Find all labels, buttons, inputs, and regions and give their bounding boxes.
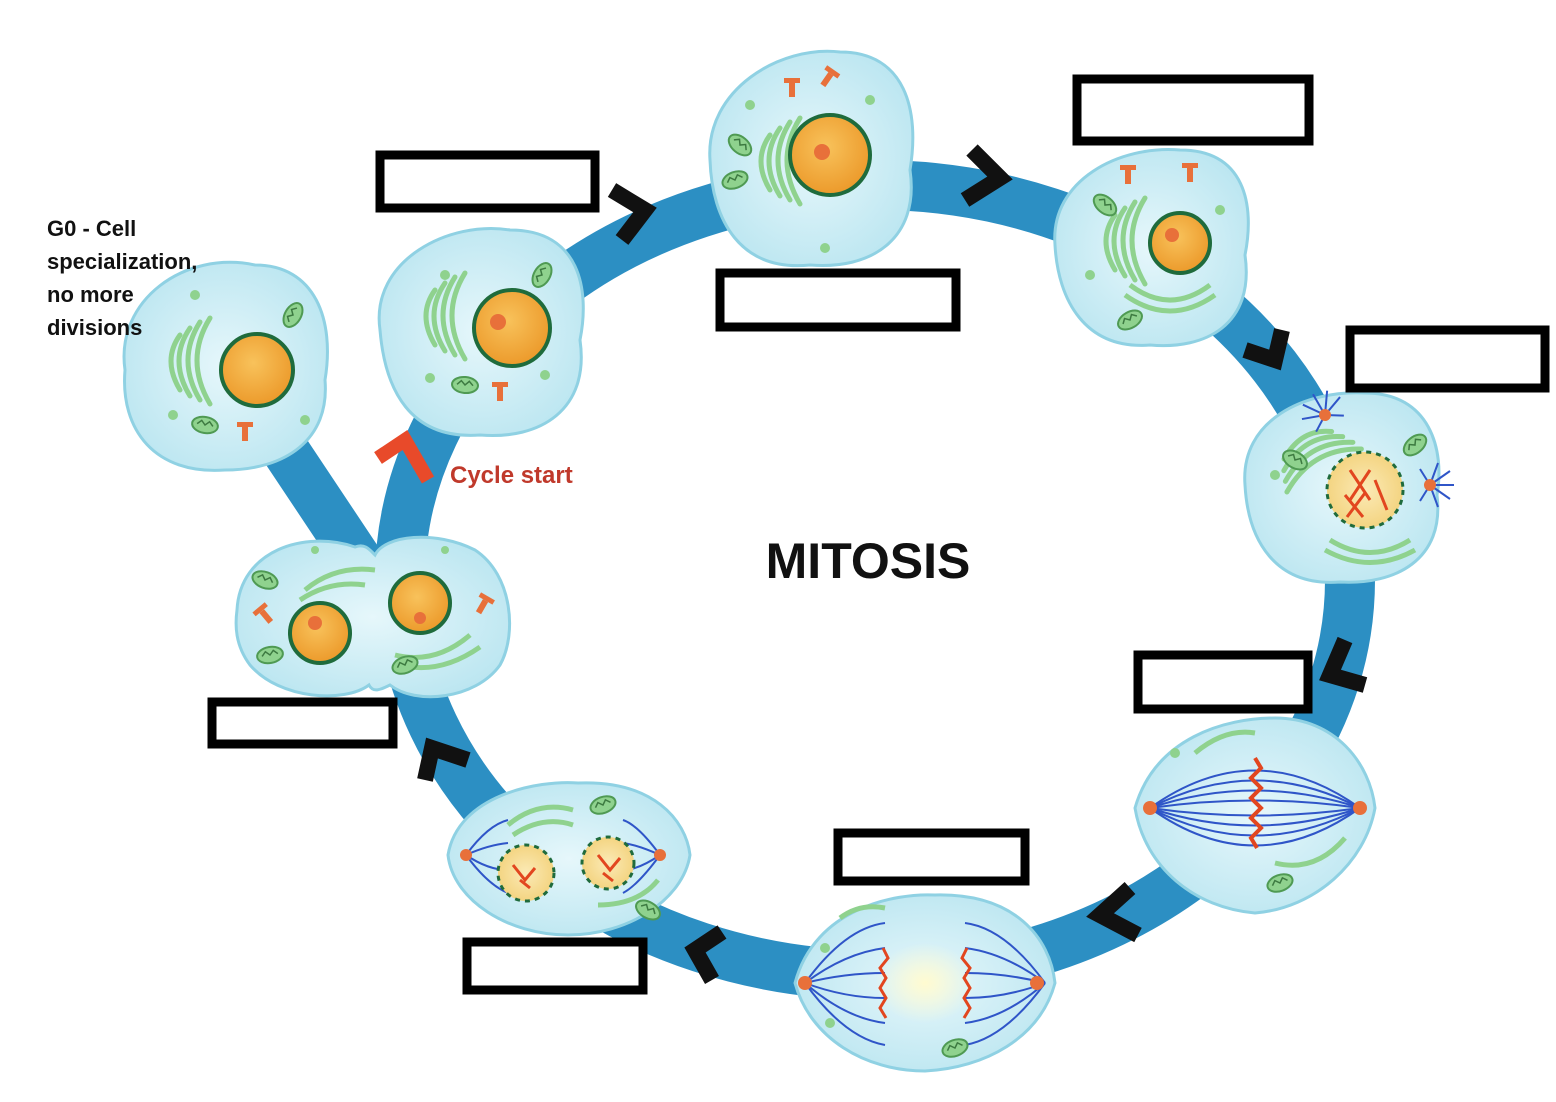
cell-metaphase xyxy=(1133,716,1377,915)
cell-g1 xyxy=(377,227,585,438)
label-box-cytokinesis[interactable] xyxy=(207,697,398,749)
label-box-g1[interactable] xyxy=(375,150,600,213)
cell-g0 xyxy=(122,260,329,472)
arrow-chevron-icon xyxy=(1086,882,1142,943)
svg-text:G0 - Cell: G0 - Cell xyxy=(47,216,136,241)
label-box-metaphase[interactable] xyxy=(833,828,1030,886)
cell-telophase xyxy=(446,781,692,937)
cell-prophase xyxy=(1243,382,1455,584)
label-box-top-right[interactable] xyxy=(1345,325,1550,393)
blank-label-boxes xyxy=(207,74,1550,995)
ring-arrows xyxy=(417,144,1368,984)
cycle-start-label: Cycle start xyxy=(450,462,573,489)
arrow-chevron-icon xyxy=(684,925,727,984)
g0-label: G0 - Cell specialization, no more divisi… xyxy=(47,216,197,340)
diagram-title: MITOSIS xyxy=(766,533,971,589)
cycle-start-arrow-icon xyxy=(374,430,435,484)
arrow-chevron-icon xyxy=(607,183,657,245)
label-box-s[interactable] xyxy=(715,268,961,332)
cell-anaphase xyxy=(793,893,1057,1073)
svg-text:divisions: divisions xyxy=(47,315,142,340)
label-box-anaphase[interactable] xyxy=(462,937,648,995)
arrow-chevron-icon xyxy=(417,737,471,782)
svg-text:no more: no more xyxy=(47,282,134,307)
label-box-g2[interactable] xyxy=(1072,74,1314,146)
arrow-chevron-icon xyxy=(960,144,1013,207)
arrow-chevron-icon xyxy=(1319,636,1368,693)
svg-text:specialization,: specialization, xyxy=(47,249,197,274)
arrow-chevron-icon xyxy=(1242,328,1290,371)
cell-s xyxy=(708,49,915,268)
label-box-prophase[interactable] xyxy=(1133,650,1313,714)
cell-g2 xyxy=(1053,148,1250,348)
cell-cytokinesis xyxy=(234,535,512,699)
